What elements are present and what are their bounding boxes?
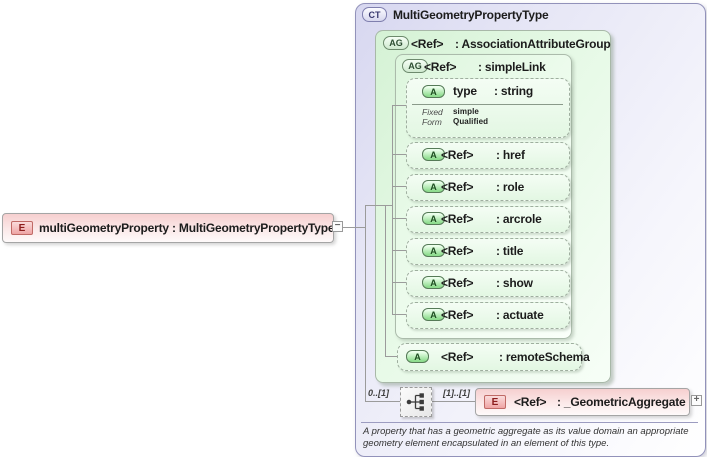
facet-form-key: Form <box>422 117 442 127</box>
element-icon: E <box>11 221 33 235</box>
facet-fixed-value: simple <box>453 107 479 116</box>
simplelink-type-label: : simpleLink <box>478 60 546 74</box>
element-name-label: : _GeometricAggregate <box>557 395 686 409</box>
attribute-name-label: : actuate <box>496 308 544 322</box>
attribute-ref: <Ref> <box>441 308 474 322</box>
attribute-ref: <Ref> <box>441 276 474 290</box>
cardinality-label: [1]..[1] <box>443 388 470 398</box>
attribute-group-icon: AG <box>402 59 428 73</box>
annotation-separator <box>361 422 698 423</box>
attribute-arcrole-box[interactable]: A <Ref> : arcrole <box>406 206 570 233</box>
attribute-name-label: : remoteSchema <box>499 350 590 364</box>
compositor-glyph <box>406 393 424 411</box>
facet-separator <box>412 104 563 105</box>
collapse-handle[interactable]: − <box>332 221 343 232</box>
attribute-href-box[interactable]: A <Ref> : href <box>406 142 570 169</box>
cardinality-label: 0..[1] <box>368 388 390 398</box>
attribute-name-label: : title <box>496 244 524 258</box>
facet-form-value: Qualified <box>453 117 489 126</box>
attribute-icon: A <box>422 85 445 98</box>
attribute-ref: <Ref> <box>441 180 474 194</box>
simplelink-ref: <Ref> <box>424 60 457 74</box>
attribute-actuate-box[interactable]: A <Ref> : actuate <box>406 302 570 329</box>
element-ref: <Ref> <box>514 395 547 409</box>
attribute-type-box[interactable]: A type : string Fixed simple Form Qualif… <box>406 78 570 138</box>
attribute-title-box[interactable]: A <Ref> : title <box>406 238 570 265</box>
expand-handle[interactable]: + <box>691 395 702 406</box>
attribute-group-icon: AG <box>383 36 409 50</box>
attribute-ref: <Ref> <box>441 244 474 258</box>
attribute-group-type-label: : AssociationAttributeGroup <box>455 37 611 51</box>
attribute-name-label: : href <box>496 148 525 162</box>
attribute-type-name: type <box>453 84 477 98</box>
annotation-text: A property that has a geometric aggregat… <box>363 426 689 449</box>
element-label: multiGeometryProperty : MultiGeometryPro… <box>39 221 335 235</box>
facet-fixed-key: Fixed <box>422 107 443 117</box>
attribute-ref: <Ref> <box>441 212 474 226</box>
attribute-name-label: : role <box>496 180 525 194</box>
element-geometricaggregate-box[interactable]: E <Ref> : _GeometricAggregate <box>475 388 690 416</box>
attribute-type-datatype: : string <box>494 84 534 98</box>
complex-type-icon: CT <box>362 7 387 22</box>
complex-type-title: MultiGeometryPropertyType <box>393 8 549 22</box>
element-icon: E <box>484 395 506 409</box>
attribute-ref: <Ref> <box>441 350 474 364</box>
attribute-remoteschema-box[interactable]: A <Ref> : remoteSchema <box>397 343 590 371</box>
element-multigeometryproperty-box[interactable]: E multiGeometryProperty : MultiGeometryP… <box>2 213 335 243</box>
attribute-group-ref: <Ref> <box>411 37 444 51</box>
sequence-compositor-icon[interactable] <box>400 387 432 417</box>
attribute-name-label: : show <box>496 276 533 290</box>
attribute-ref: <Ref> <box>441 148 474 162</box>
attribute-show-box[interactable]: A <Ref> : show <box>406 270 570 297</box>
attribute-name-label: : arcrole <box>496 212 542 226</box>
attribute-icon: A <box>406 350 429 363</box>
attribute-role-box[interactable]: A <Ref> : role <box>406 174 570 201</box>
